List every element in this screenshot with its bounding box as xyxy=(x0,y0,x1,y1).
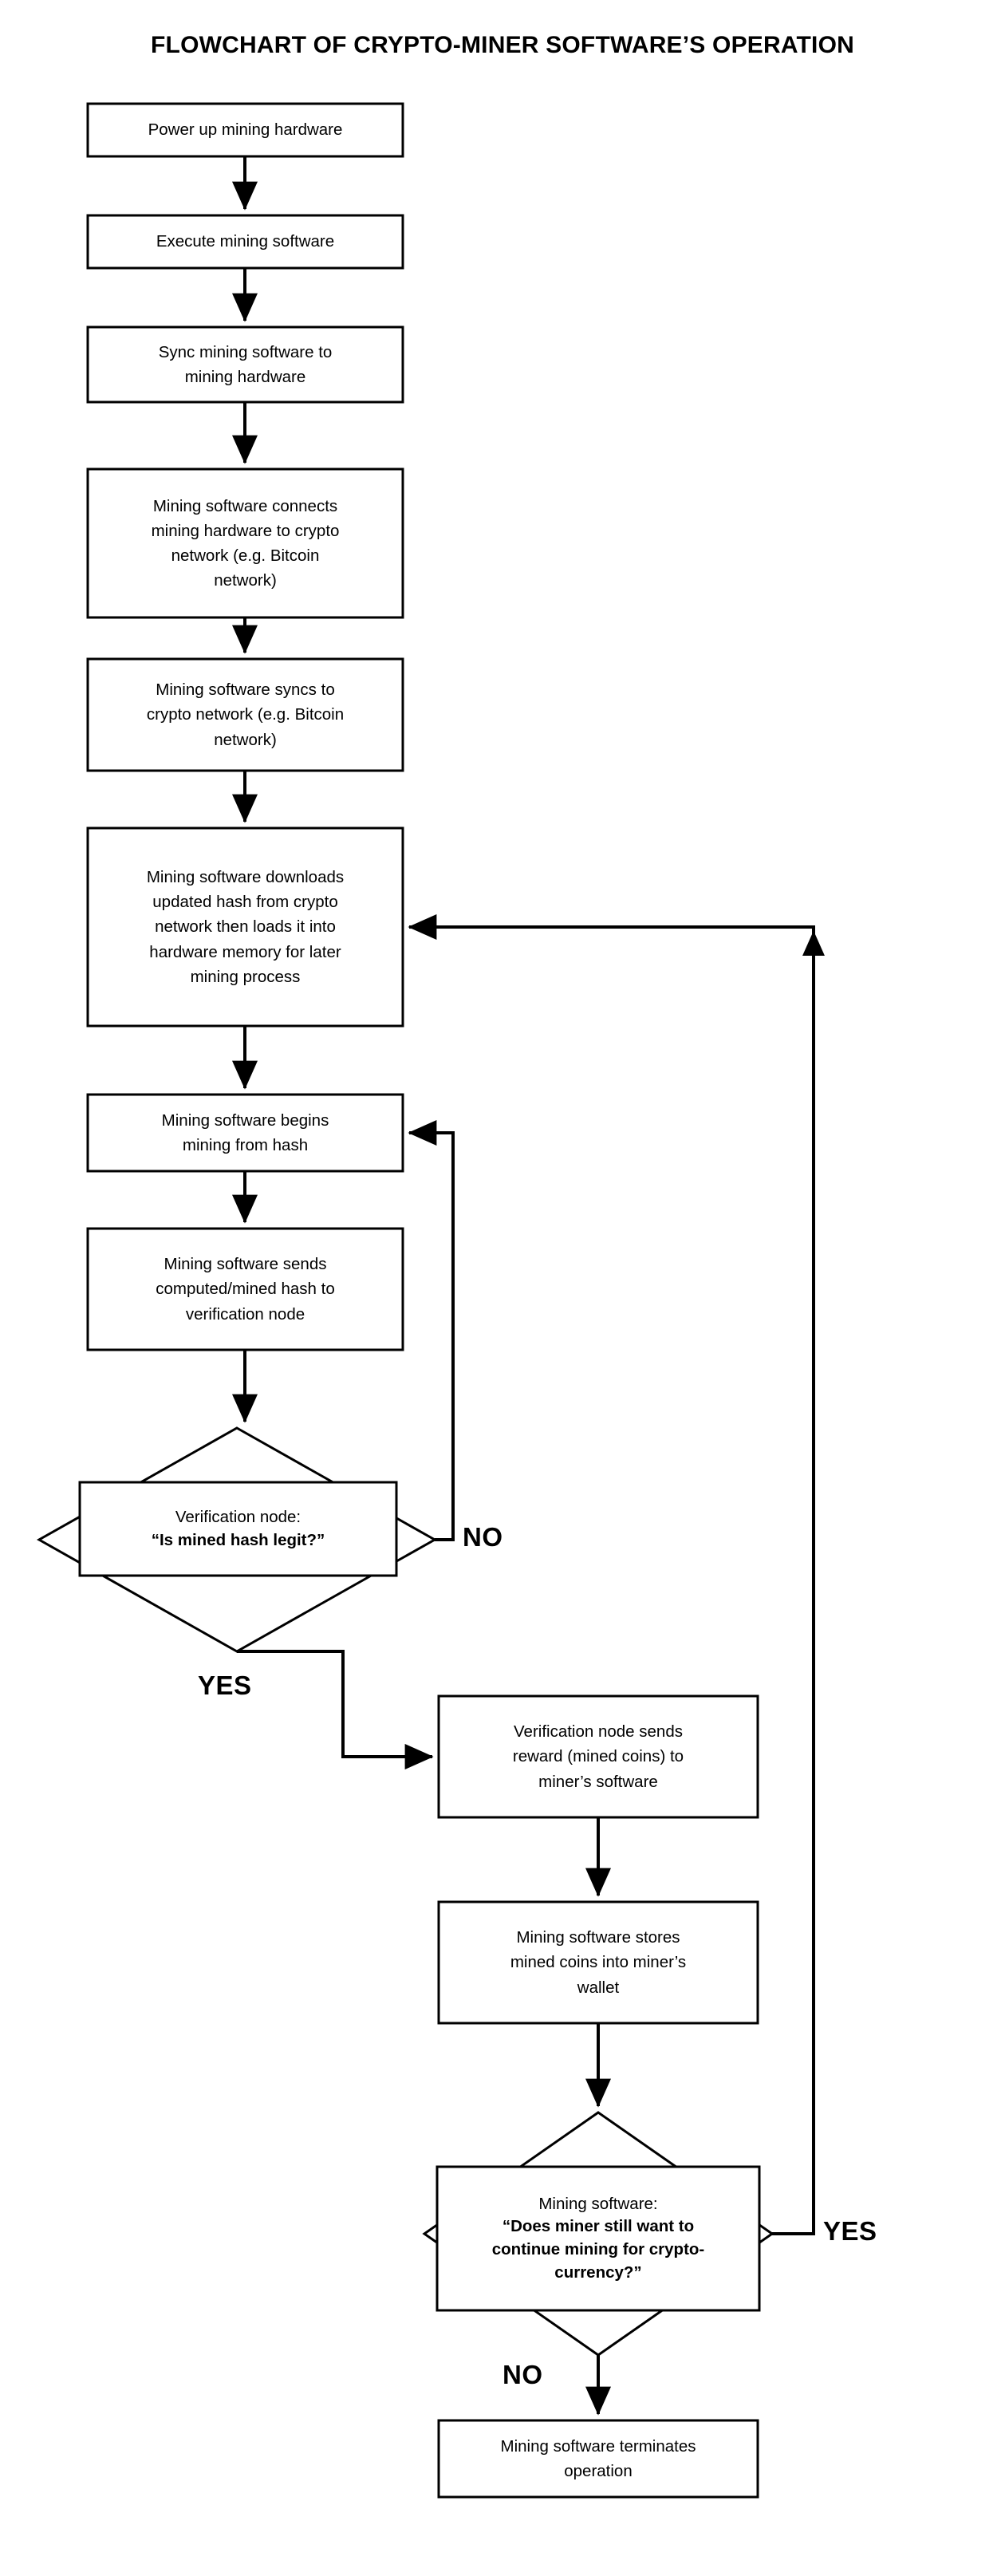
connector-d2-yes-to-n6 xyxy=(408,914,815,2235)
decision-inner-box-d2 xyxy=(436,2165,761,2312)
node-box-n8 xyxy=(86,1227,404,1351)
node-box-n6 xyxy=(86,826,404,1028)
node-box-n3 xyxy=(86,325,404,404)
page-title: FLOWCHART OF CRYPTO-MINER SOFTWARE’S OPE… xyxy=(151,32,854,58)
decision-inner-box-d1 xyxy=(78,1481,398,1577)
node-box-n11 xyxy=(437,2419,759,2499)
node-box-n5 xyxy=(86,657,404,772)
connector-d1-no-to-n7 xyxy=(408,1120,455,1541)
node-box-n9 xyxy=(437,1694,759,1819)
node-box-n1 xyxy=(86,102,404,158)
connector-d1-yes-to-n9 xyxy=(237,1650,434,1769)
node-box-n7 xyxy=(86,1093,404,1173)
node-box-n2 xyxy=(86,214,404,270)
node-box-n4 xyxy=(86,467,404,619)
node-box-n10 xyxy=(437,1900,759,2025)
